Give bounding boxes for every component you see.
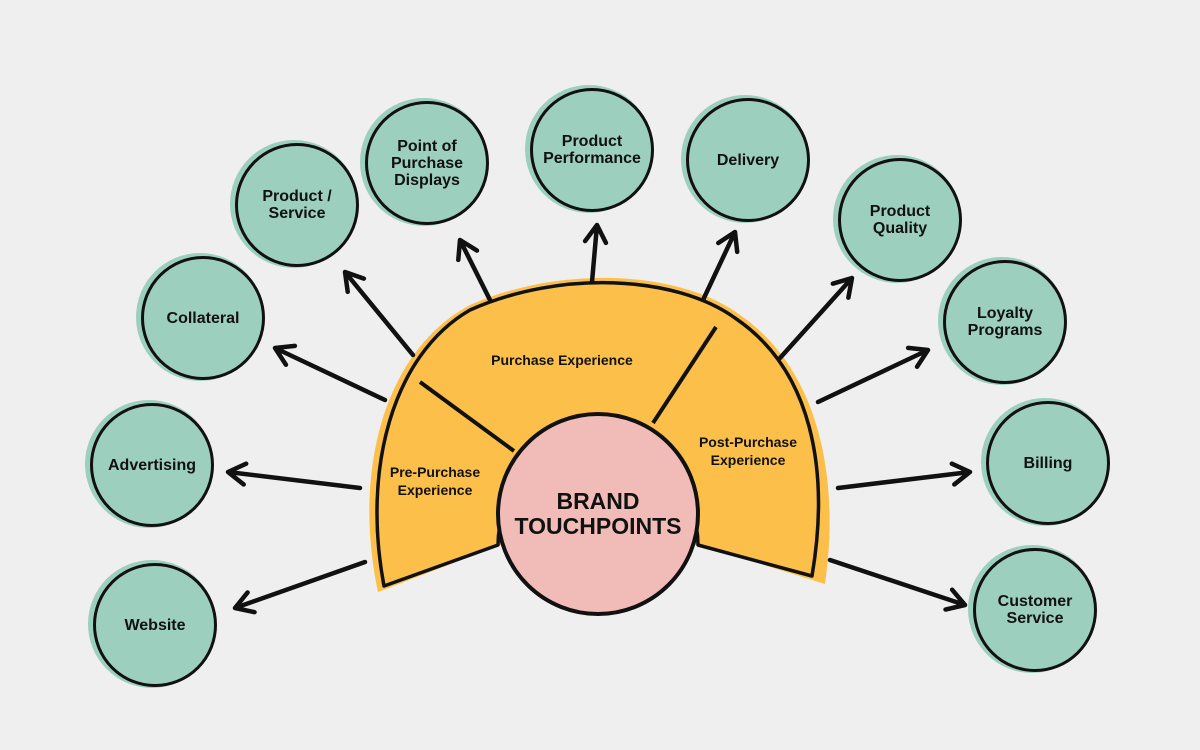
arrow-to-website [232,559,368,615]
touchpoint-delivery: Delivery [681,95,810,223]
touchpoint-label: Advertising [107,456,196,474]
touchpoint-circle: Point of Purchase Displays [365,101,489,225]
touchpoint-circle: Advertising [90,403,214,527]
touchpoint-circle: Product / Service [235,143,359,267]
arrow-to-product-quality [777,275,855,361]
segment-post-purchase-line2: Experience [710,452,786,468]
arrow-to-loyalty-programs [815,345,931,405]
arrow-to-point-of-purchase-displays [456,237,493,303]
segment-pre-purchase: Pre-Purchase Experience [375,463,495,499]
divider-post-purchase [651,325,718,425]
touchpoint-circle: Delivery [686,98,810,222]
touchpoint-product-quality: Product Quality [833,155,962,283]
touchpoint-circle: Collateral [141,256,265,380]
segment-post-purchase: Post-Purchase Experience [686,433,810,469]
touchpoint-circle: Customer Service [973,548,1097,672]
touchpoint-billing: Billing [981,398,1110,526]
touchpoint-customer-service: Customer Service [968,545,1097,673]
arrow-to-customer-service [827,557,968,612]
touchpoint-label: Product / Service [262,188,332,222]
touchpoint-circle: Website [93,563,217,687]
touchpoint-circle: Loyalty Programs [943,260,1067,384]
divider-pre-purchase [418,380,516,453]
touchpoint-website: Website [88,560,217,688]
touchpoint-point-of-purchase-displays: Point of Purchase Displays [360,98,489,226]
touchpoint-label: Collateral [166,309,240,327]
touchpoint-circle: Billing [986,401,1110,525]
touchpoint-circle: Product Performance [530,88,654,212]
touchpoint-loyalty-programs: Loyalty Programs [938,257,1067,385]
touchpoint-label: Billing [1023,454,1073,472]
segment-pre-purchase-line1: Pre-Purchase [389,464,481,480]
segment-pre-purchase-line2: Experience [397,482,473,498]
center-label-line2: TOUCHPOINTS [514,513,682,539]
segment-post-purchase-line1: Post-Purchase [698,434,798,450]
touchpoint-circle: Product Quality [838,158,962,282]
segment-purchase: Purchase Experience [462,351,662,369]
arrow-to-product-service [342,269,416,358]
touchpoint-label: Product Quality [869,203,931,237]
segment-purchase-label: Purchase Experience [491,352,633,368]
touchpoint-label: Delivery [716,151,780,169]
touchpoint-advertising: Advertising [85,400,214,528]
arrow-to-product-performance [582,222,609,285]
touchpoint-product-service: Product / Service [230,140,359,268]
touchpoint-label: Customer Service [997,593,1073,627]
brand-touchpoints-center: BRAND TOUCHPOINTS [496,412,700,616]
touchpoint-product-performance: Product Performance [525,85,654,213]
arrow-to-billing [835,461,973,491]
touchpoint-label: Website [124,616,186,634]
touchpoint-collateral: Collateral [136,253,265,381]
touchpoint-label: Product Performance [543,133,641,167]
arrow-to-advertising [225,461,363,491]
touchpoint-label: Loyalty Programs [967,305,1043,339]
arrow-to-collateral [272,343,388,403]
arrow-to-delivery [700,229,740,303]
touchpoint-label: Point of Purchase Displays [390,137,464,189]
center-label-line1: BRAND [556,488,640,514]
